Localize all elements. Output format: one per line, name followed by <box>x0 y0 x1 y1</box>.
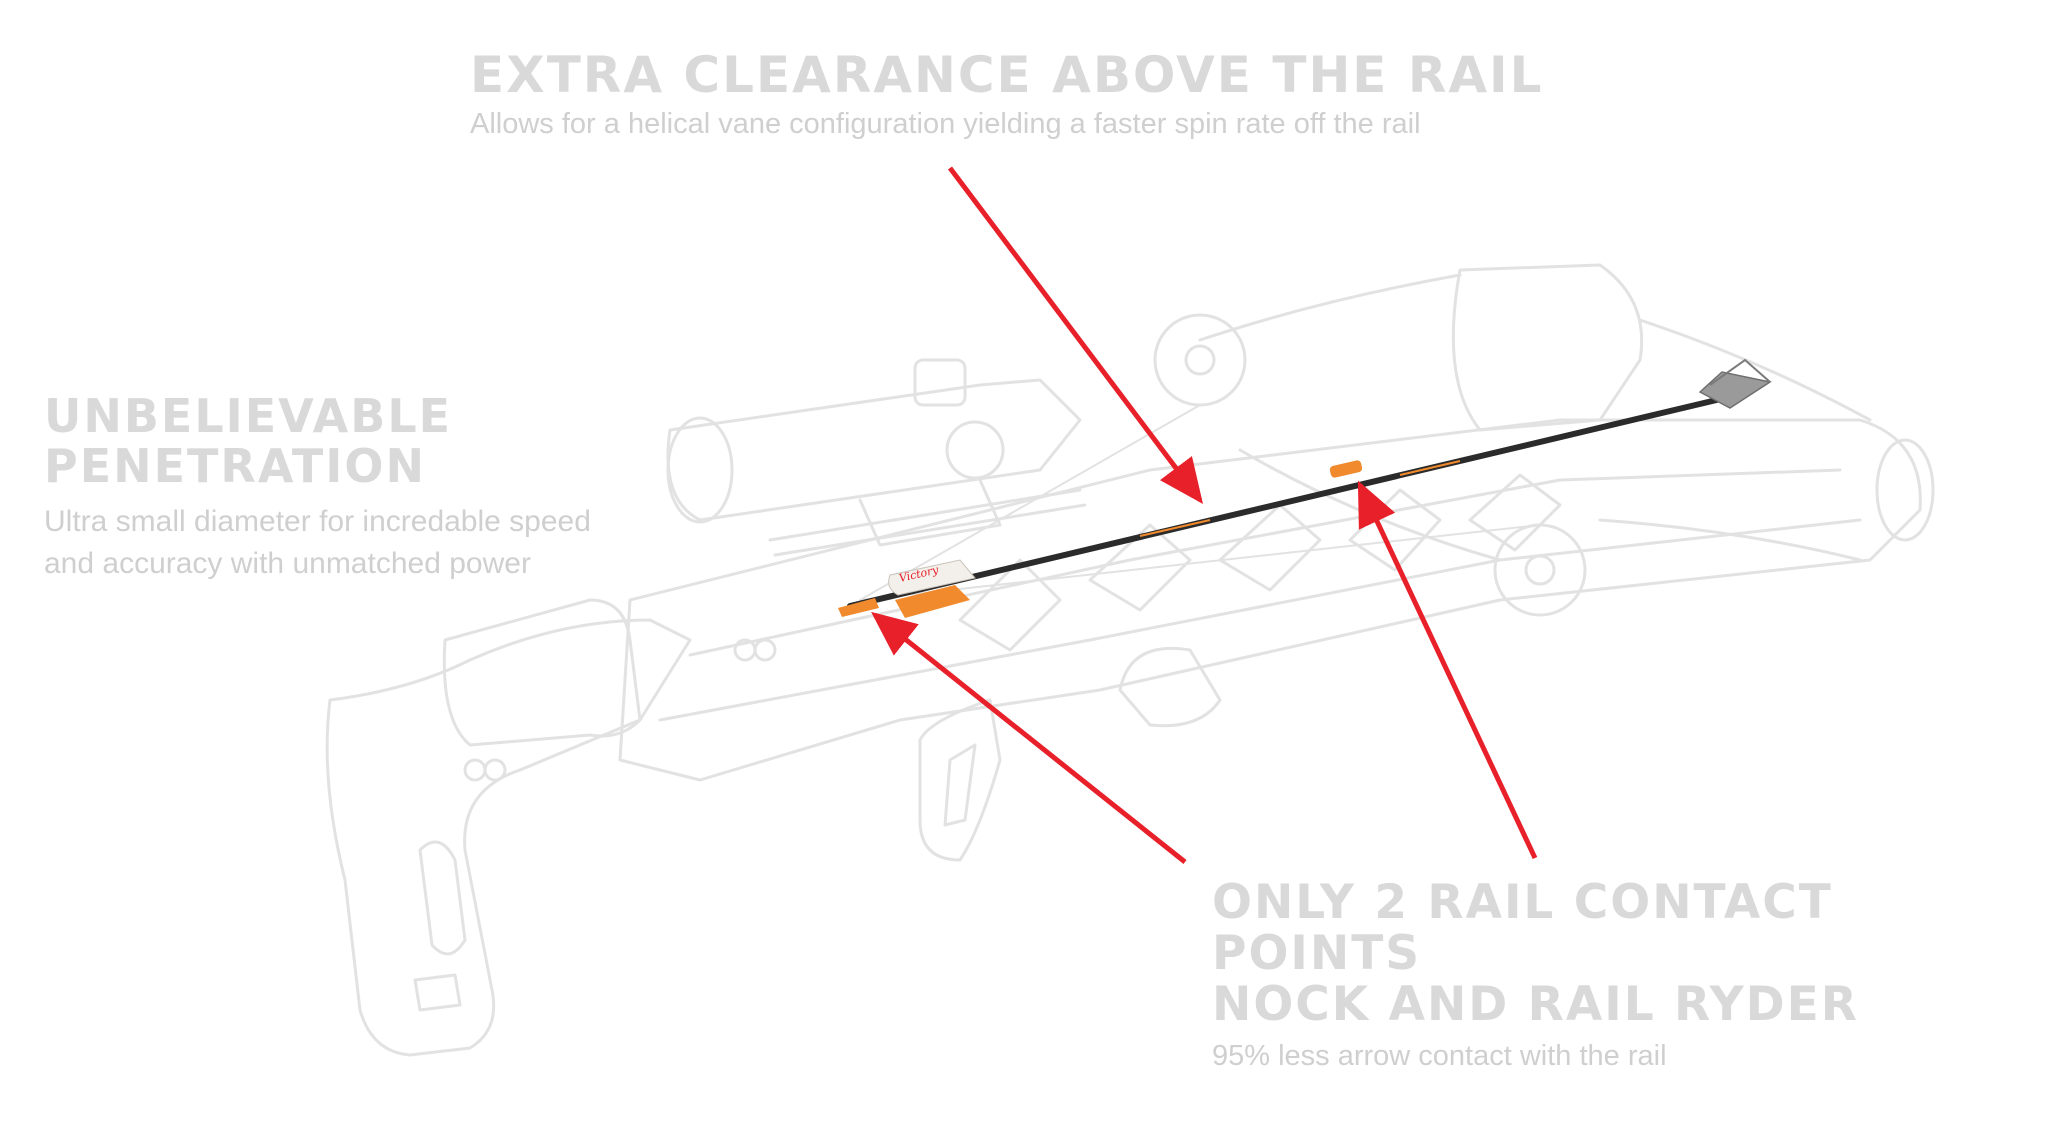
rail-truss-2 <box>1088 523 1192 612</box>
pointer-rail-ryder <box>1357 480 1538 860</box>
crossbow-arrow <box>838 358 1772 618</box>
rail-screw-2 <box>483 758 507 782</box>
clearance-description: Allows for a helical vane configuration … <box>470 108 1421 140</box>
contact-description: 95% less arrow contact with the rail <box>1212 1040 1667 1073</box>
penetration-heading-line2: PENETRATION <box>44 438 426 493</box>
arrow-shaft-accent <box>1139 519 1211 537</box>
rail-ryder <box>1329 460 1363 478</box>
cam-right <box>1493 523 1587 617</box>
rail-truss-3 <box>1218 503 1322 592</box>
cam-left <box>1153 313 1247 407</box>
pointer-nock <box>871 611 1187 864</box>
rail-screw-4 <box>753 638 777 662</box>
upper-limb <box>1198 273 1872 422</box>
contact-heading-line2: NOCK AND RAIL RYDER <box>1212 976 1859 1032</box>
trigger-guard <box>1118 646 1222 728</box>
callout-penetration: UNBELIEVABLE PENETRATION Ultra small dia… <box>44 389 624 585</box>
crossbow-riser <box>1451 263 1644 432</box>
crossbow-stock <box>325 618 692 1057</box>
scope-turret-top <box>913 358 967 407</box>
penetration-heading-line1: UNBELIEVABLE <box>44 389 453 443</box>
rail-screw-1 <box>463 758 487 782</box>
rail-truss-5 <box>1468 473 1562 552</box>
crossbow-rail <box>618 418 1922 782</box>
arrow-vane-orange <box>895 585 970 618</box>
pointer-arrows <box>871 166 1538 864</box>
rail-truss-1 <box>958 558 1062 652</box>
callout-extra-clearance: EXTRA CLEARANCE ABOVE THE RAIL Allows fo… <box>470 48 1670 141</box>
crossbow-outline <box>325 263 1935 1057</box>
pointer-clearance <box>948 166 1204 504</box>
scope-objective <box>666 416 734 524</box>
limb-pocket <box>1875 438 1935 542</box>
arrow-nock <box>838 598 879 617</box>
cam-left-axle <box>1184 344 1216 376</box>
stock-cutout-1 <box>418 840 467 956</box>
penetration-description: Ultra small diameter for incredable spee… <box>44 505 591 581</box>
cam-right-axle <box>1524 554 1556 586</box>
scope-turret-side <box>945 420 1005 480</box>
cheek-rest <box>442 598 642 747</box>
arrow-shaft-accent-2 <box>1399 460 1461 476</box>
broadhead-blade <box>1709 358 1771 386</box>
rail-inner-line <box>688 468 1842 657</box>
arrow-vane-white <box>888 559 976 596</box>
foregrip <box>918 698 1002 862</box>
rail-lower-edge <box>658 518 1862 722</box>
arrow-shaft <box>847 395 1728 609</box>
foregrip-cutout <box>943 743 977 827</box>
bow-string <box>859 404 1541 601</box>
clearance-heading: EXTRA CLEARANCE ABOVE THE RAIL <box>470 46 1544 104</box>
picatinny-rail <box>768 488 1087 557</box>
contact-heading-line1: ONLY 2 RAIL CONTACT POINTS <box>1212 875 1833 981</box>
stock-cutout-2 <box>413 973 462 1012</box>
callout-rail-contact: ONLY 2 RAIL CONTACT POINTS NOCK AND RAIL… <box>1212 875 2048 1073</box>
